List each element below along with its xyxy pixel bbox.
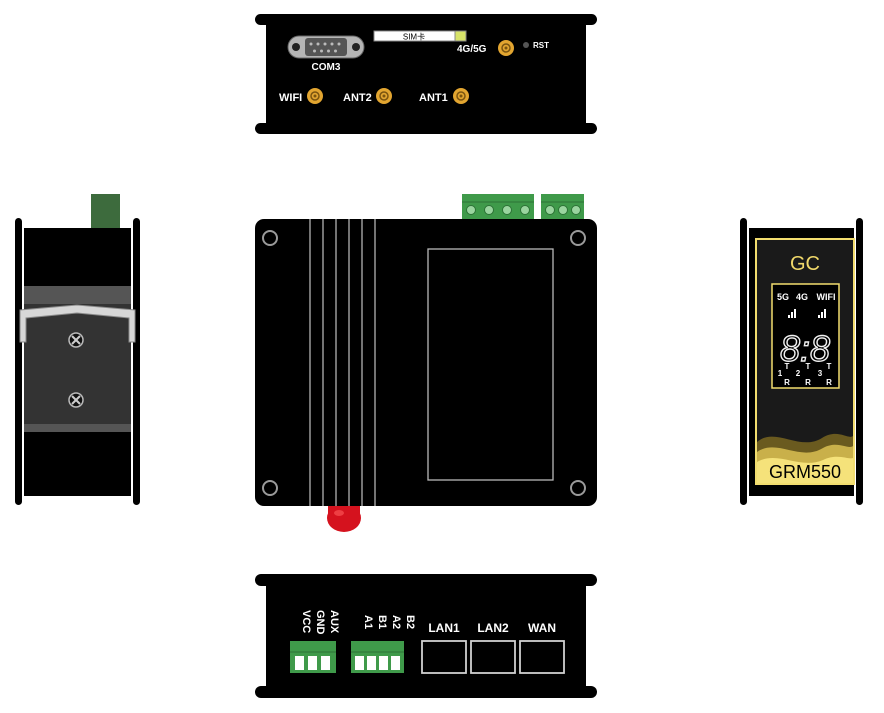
lan2-port[interactable] — [470, 640, 516, 674]
serial-terminal-block[interactable] — [351, 641, 404, 673]
bottom-panel-rail-top — [255, 574, 597, 586]
ant1-connector[interactable] — [453, 88, 469, 104]
main-body — [255, 219, 597, 506]
terminal-gnd-label: GND — [314, 610, 326, 635]
antenna-5g-connector[interactable] — [498, 40, 514, 56]
led-1-label: 1 — [778, 369, 783, 378]
reset-label: RST — [533, 41, 549, 50]
indicator-box — [771, 283, 840, 389]
din-clip-lower-band — [24, 424, 131, 432]
power-terminal-block[interactable] — [290, 641, 336, 673]
signal-bars-4g-icon — [788, 309, 796, 318]
wan-port[interactable] — [519, 640, 565, 674]
heatsink-fins — [309, 219, 376, 506]
segment-display: 8:8 — [780, 328, 830, 369]
terminal-aux-label: AUX — [328, 610, 340, 634]
terminal-block-small — [541, 194, 584, 220]
led-3-r-label: R — [826, 378, 832, 387]
indicator-5g-label: 5G — [777, 292, 789, 302]
bottom-panel-rail-bottom — [255, 686, 597, 698]
brand-logo: GC — [790, 253, 820, 275]
indicator-4g-label: 4G — [796, 292, 808, 302]
led-status-labels: 1 T R 2 T R 3 T R — [778, 362, 832, 387]
lan2-label: LAN2 — [477, 621, 509, 635]
main-view — [255, 194, 597, 532]
ant2-label: ANT2 — [343, 92, 372, 104]
led-3-label: 3 — [818, 369, 823, 378]
ant2-connector[interactable] — [376, 88, 392, 104]
din-rail-connector — [91, 194, 120, 228]
din-clip-band — [24, 286, 131, 304]
signal-bars-wifi-icon — [818, 309, 826, 318]
label-area — [427, 248, 554, 481]
led-3-t-label: T — [827, 362, 832, 371]
led-2-t-label: T — [806, 362, 811, 371]
front-view-rail-left — [740, 218, 747, 505]
front-wave-front — [757, 456, 853, 483]
left-view-rail-left — [15, 218, 22, 505]
wan-label: WAN — [528, 621, 556, 635]
led-1-r-label: R — [784, 378, 790, 387]
front-view-rail-right — [856, 218, 863, 505]
terminal-b2-label: B2 — [404, 615, 416, 629]
com-port[interactable] — [287, 35, 365, 59]
terminal-block-large — [462, 194, 534, 220]
front-view: GC 5G 4G WIFI 8:8 1 T R 2 T R 3 T R GRM — [740, 218, 863, 505]
din-screw-top — [68, 332, 84, 348]
din-screw-bottom — [68, 392, 84, 408]
terminal-a2-label: A2 — [390, 615, 402, 629]
top-panel-rail-top — [255, 14, 597, 25]
led-2-r-label: R — [805, 378, 811, 387]
terminal-b1-label: B1 — [376, 615, 388, 629]
mounting-holes — [262, 230, 586, 496]
terminal-a1-label: A1 — [362, 615, 374, 629]
indicator-wifi-label: WIFI — [817, 292, 836, 302]
top-panel-rail-bottom — [255, 123, 597, 134]
bottom-panel: AUX GND VCC B2 A2 B1 A1 LAN1 LAN2 — [255, 574, 597, 698]
ant1-label: ANT1 — [419, 92, 448, 104]
sim-slot[interactable] — [373, 30, 467, 42]
reset-button[interactable] — [523, 42, 529, 48]
wifi-antenna-connector[interactable] — [307, 88, 323, 104]
left-side-view — [15, 194, 140, 505]
wifi-antenna-label: WIFI — [279, 92, 302, 104]
com-port-label: COM3 — [312, 62, 341, 73]
led-2-label: 2 — [796, 369, 801, 378]
led-1-t-label: T — [785, 362, 790, 371]
left-view-rail-right — [133, 218, 140, 505]
sim-slot-label: SIM卡 — [403, 32, 425, 42]
lan1-label: LAN1 — [428, 621, 460, 635]
din-spring-clip — [19, 304, 136, 343]
top-panel: COM3 SIM卡 4G/5G RST WIFI ANT2 — [255, 14, 597, 134]
lan1-port[interactable] — [421, 640, 467, 674]
antenna-5g-label: 4G/5G — [457, 44, 487, 55]
terminal-vcc-label: VCC — [300, 610, 312, 633]
model-label: GRM550 — [769, 462, 841, 482]
